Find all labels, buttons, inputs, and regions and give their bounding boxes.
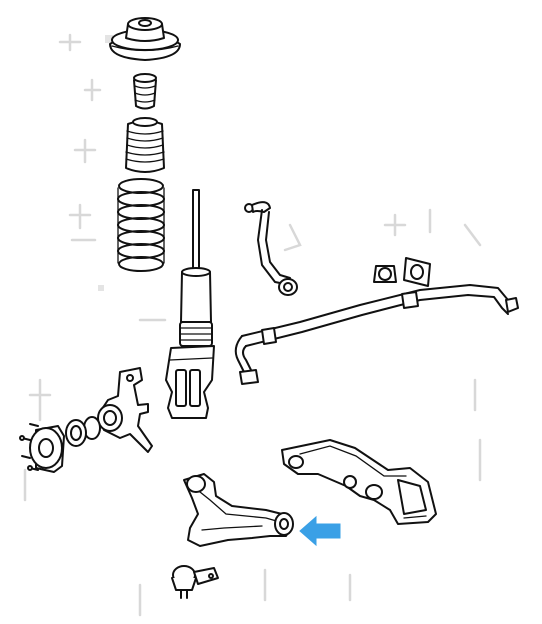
stabilizer-link-icon [244,201,298,296]
ball-joint-icon [171,565,219,599]
wheel-hub-icon [19,416,101,473]
steering-knuckle-icon [97,367,153,453]
bushing-icon [373,257,431,287]
coil-spring-icon [117,178,165,272]
control-arm-icon [183,473,294,547]
dust-boot-icon [125,117,165,173]
bump-stop-icon [133,73,157,110]
crossmember-icon [281,439,437,525]
shock-absorber-icon [165,189,215,419]
arrow-left-icon [299,515,341,547]
strut-mount-icon [109,17,181,61]
stabilizer-bar-icon [234,284,519,385]
background-ghost-marks [23,33,482,617]
